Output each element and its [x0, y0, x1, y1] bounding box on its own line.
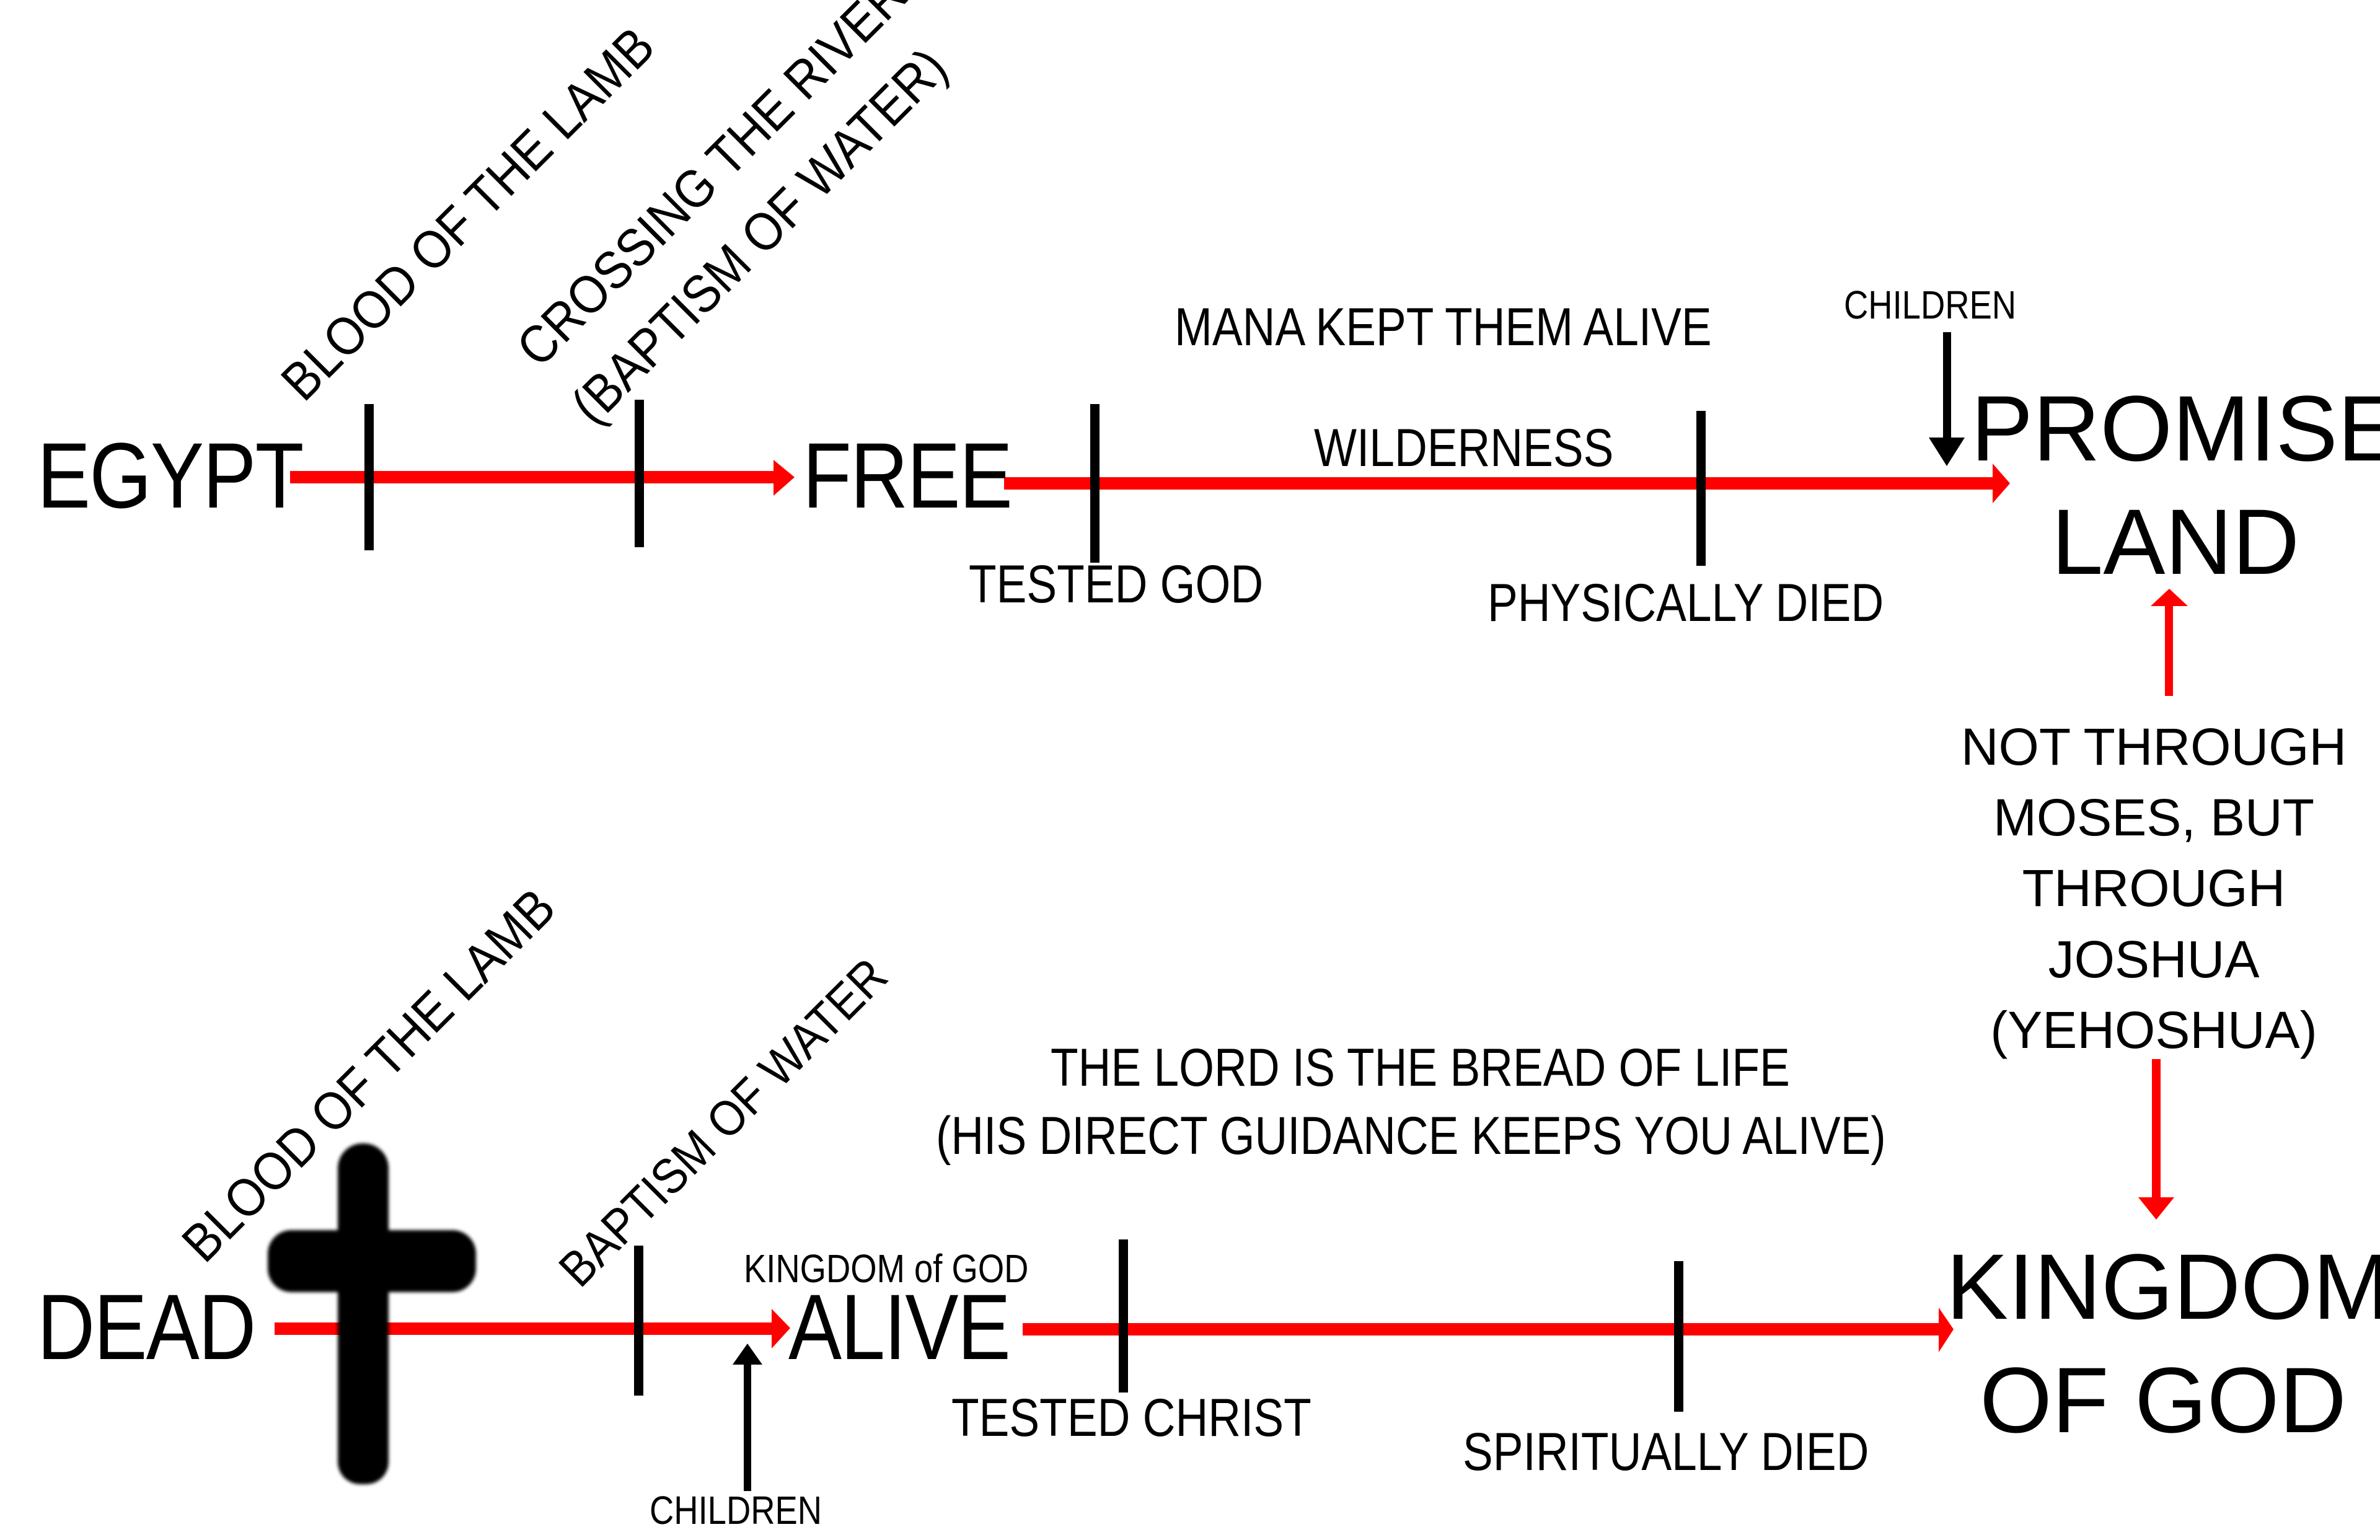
kingdom-line1: KINGDOM: [1946, 1234, 2380, 1339]
promise-land-line1: PROMISE: [1971, 376, 2380, 480]
children-arrow-up: [733, 1344, 762, 1491]
label-through-joshua: NOT THROUGH MOSES, BUT THROUGH JOSHUA (Y…: [1952, 711, 2355, 1065]
bridge-line: THROUGH: [2022, 859, 2286, 918]
label-tested-god: TESTED GOD: [969, 555, 1264, 614]
arrow-down-to-kingdom: [2138, 1059, 2174, 1220]
label-spiritually-died: SPIRITUALLY DIED: [1463, 1422, 1869, 1482]
tick-baptism-of-water: [634, 1246, 643, 1396]
label-children-bottom: CHILDREN: [650, 1488, 822, 1533]
tick-physically-died: [1696, 411, 1706, 566]
bridge-line: (YEHOSHUA): [1990, 1000, 2317, 1059]
label-direct-guidance: (HIS DIRECT GUIDANCE KEEPS YOU ALIVE): [936, 1106, 1886, 1166]
label-bread-of-life: THE LORD IS THE BREAD OF LIFE: [1051, 1038, 1790, 1098]
label-physically-died: PHYSICALLY DIED: [1488, 573, 1884, 633]
children-arrow-down: [1929, 332, 1965, 466]
node-promise-land: PROMISE LAND: [1971, 372, 2380, 599]
label-mana: MANA KEPT THEM ALIVE: [1175, 297, 1712, 357]
kingdom-line2: OF GOD: [1980, 1348, 2347, 1452]
node-alive: ALIVE: [788, 1275, 1011, 1379]
bridge-line: MOSES, BUT: [1993, 788, 2315, 847]
tick-tested-christ: [1119, 1239, 1128, 1393]
bridge-line: JOSHUA: [2048, 930, 2260, 988]
arrow-dead-to-alive: [275, 1309, 790, 1349]
label-wilderness: WILDERNESS: [1314, 418, 1614, 478]
label-children-top: CHILDREN: [1844, 283, 2017, 327]
tick-tested-god: [1090, 404, 1100, 563]
arrow-up-to-promise-land: [2151, 589, 2188, 696]
node-free: FREE: [803, 423, 1013, 527]
label-tested-christ: TESTED CHRIST: [951, 1388, 1311, 1448]
tick-spiritually-died: [1674, 1261, 1683, 1412]
bridge-line: NOT THROUGH: [1960, 718, 2347, 776]
tick-blood-of-lamb-top: [364, 404, 374, 550]
arrow-free-to-promise-land: [1004, 464, 2010, 503]
node-dead: DEAD: [37, 1275, 256, 1379]
label-kingdom-of-god-small: KINGDOM of GOD: [744, 1246, 1029, 1291]
node-kingdom-of-god: KINGDOM OF GOD: [1946, 1230, 2380, 1457]
arrow-egypt-to-free: [290, 460, 795, 496]
promise-land-line2: LAND: [2051, 490, 2300, 594]
tick-crossing-river: [635, 400, 644, 547]
arrow-alive-to-kingdom: [1023, 1308, 1954, 1352]
node-egypt: EGYPT: [37, 423, 304, 527]
